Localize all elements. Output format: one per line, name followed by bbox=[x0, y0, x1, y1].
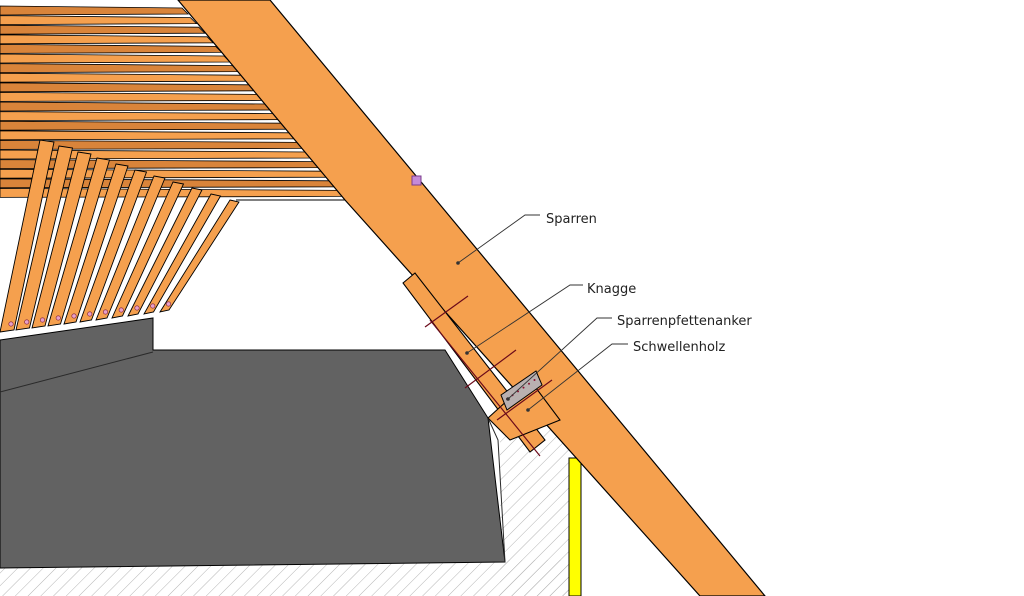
rafter-anchor-mark bbox=[150, 303, 156, 309]
insulation-strip bbox=[568, 457, 582, 596]
far-rafter-end bbox=[15, 145, 74, 331]
far-rafter-end bbox=[47, 157, 111, 327]
rafter-anchor-mark bbox=[55, 315, 61, 321]
leader-schwellenholz-dot bbox=[526, 408, 530, 412]
label-schwellenholz: Schwellenholz bbox=[633, 340, 726, 355]
far-roof-board bbox=[0, 15, 198, 26]
far-rafter-end bbox=[159, 199, 240, 313]
far-roof-board bbox=[0, 130, 299, 141]
rafter-anchor-mark bbox=[8, 321, 14, 327]
screw-2 bbox=[424, 295, 469, 328]
screw-1 bbox=[429, 319, 541, 457]
leader-knagge bbox=[466, 284, 583, 354]
leader-sparrenpfettenanker bbox=[507, 317, 612, 400]
label-sparrenpfettenanker: Sparrenpfettenanker bbox=[617, 314, 752, 329]
rafter-anchor-mark bbox=[118, 307, 124, 313]
far-roof-board bbox=[0, 72, 248, 83]
far-roof-board bbox=[0, 34, 215, 45]
slab-step-line bbox=[487, 417, 506, 563]
far-roof-board bbox=[0, 91, 265, 102]
far-roof-board bbox=[0, 53, 231, 64]
leader-schwellenholz bbox=[527, 343, 628, 411]
far-roof-board bbox=[0, 82, 257, 93]
far-rafter-end bbox=[127, 187, 203, 317]
label-sparren: Sparren bbox=[546, 212, 597, 227]
leader-knagge-dot bbox=[465, 351, 469, 355]
anchor-nail-hole bbox=[522, 386, 525, 389]
sparrenpfettenanker-plate bbox=[500, 370, 543, 411]
screw-4 bbox=[496, 379, 553, 421]
main-rafter bbox=[177, 0, 766, 596]
leader-sparren bbox=[457, 214, 540, 264]
rafter-anchor-mark bbox=[71, 313, 77, 319]
far-rafters bbox=[0, 5, 349, 333]
far-roof-board bbox=[0, 5, 189, 16]
slab-edge-line bbox=[0, 351, 154, 393]
screw-3 bbox=[464, 349, 517, 389]
leader-sparren-dot bbox=[456, 261, 460, 265]
anchor-nail-hole bbox=[533, 379, 536, 381]
rafter-anchor-mark bbox=[166, 301, 172, 307]
far-rafter-end bbox=[95, 175, 166, 321]
concrete-slab bbox=[0, 317, 506, 569]
far-roof-board bbox=[0, 43, 223, 54]
far-roof-board bbox=[0, 168, 332, 179]
fasteners bbox=[424, 295, 553, 457]
rafter-anchor-mark bbox=[39, 317, 45, 323]
far-rafter-end bbox=[79, 169, 148, 323]
rafter-anchor-mark bbox=[134, 305, 140, 311]
far-roof-board bbox=[0, 24, 206, 35]
far-rafter-end bbox=[31, 151, 92, 329]
leader-anchor-dot bbox=[506, 397, 510, 401]
far-rafter-end bbox=[0, 139, 55, 333]
far-roof-board bbox=[0, 120, 290, 131]
far-roof-board bbox=[0, 63, 240, 74]
rafter-anchor-mark bbox=[24, 319, 30, 325]
anchor-nail-hole bbox=[528, 382, 530, 385]
far-rafter-end bbox=[143, 193, 222, 315]
far-rafter-end bbox=[111, 181, 185, 319]
rafter-anchor-mark bbox=[103, 309, 109, 315]
far-roof-board bbox=[0, 101, 273, 112]
selection-marker bbox=[411, 175, 422, 186]
label-knagge: Knagge bbox=[587, 282, 636, 297]
rafter-anchor-mark bbox=[87, 311, 93, 317]
far-roof-board bbox=[0, 111, 282, 122]
far-rafter-end bbox=[63, 163, 129, 325]
